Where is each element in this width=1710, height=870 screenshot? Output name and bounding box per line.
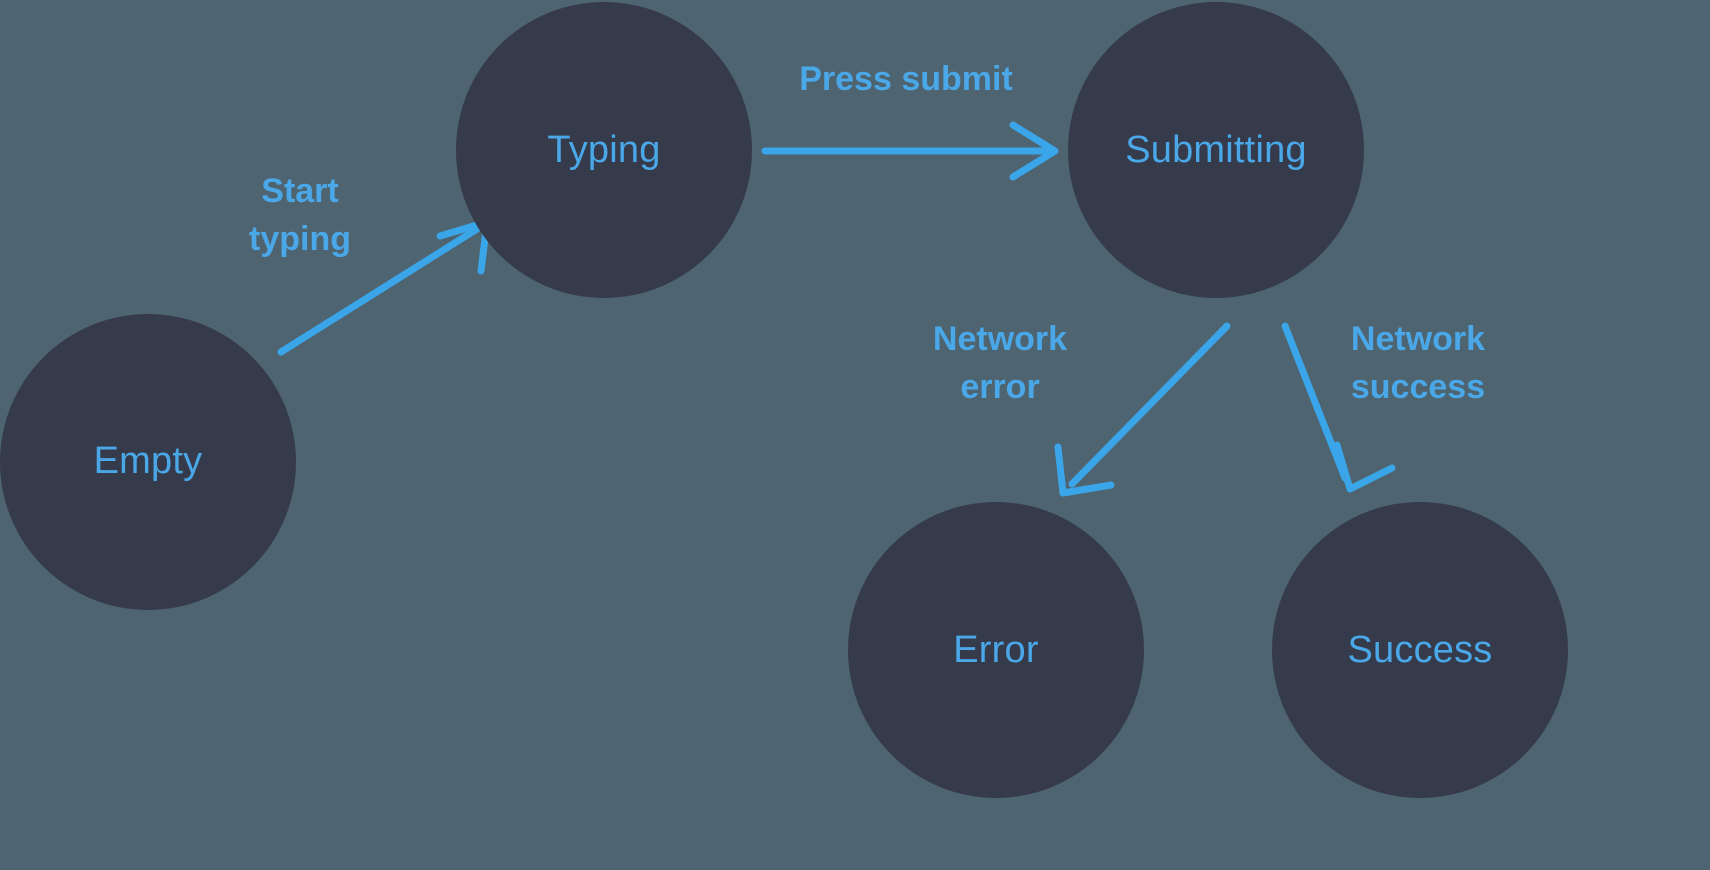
submitting-node-circle[interactable] bbox=[1068, 2, 1364, 298]
state-node-error[interactable]: Error bbox=[848, 502, 1144, 798]
network-success-arrow-head bbox=[1333, 441, 1396, 493]
error-node-circle[interactable] bbox=[848, 502, 1144, 798]
success-node-circle[interactable] bbox=[1272, 502, 1568, 798]
network-error-arrow-head bbox=[1054, 443, 1115, 497]
state-node-typing[interactable]: Typing bbox=[456, 2, 752, 298]
press-submit-label: Press submit bbox=[799, 60, 1013, 98]
transition-press-submit: Press submit bbox=[761, 60, 1059, 181]
press-submit-arrow-head bbox=[1009, 121, 1059, 181]
start-typing-arrow-line bbox=[277, 225, 481, 356]
network-error-label-line1: Network bbox=[933, 320, 1067, 358]
state-node-empty[interactable]: Empty bbox=[0, 314, 296, 610]
submitting-node-label: Submitting bbox=[1125, 129, 1307, 171]
success-node-label: Success bbox=[1347, 629, 1492, 671]
transition-network-error: Network error bbox=[933, 320, 1231, 497]
network-error-arrow-line bbox=[1068, 322, 1231, 488]
network-success-label-line1: Network bbox=[1351, 320, 1485, 358]
typing-node-label: Typing bbox=[547, 129, 660, 171]
network-error-label-line2: error bbox=[960, 368, 1039, 406]
transition-network-success: Network success bbox=[1281, 320, 1485, 493]
network-success-arrow-line bbox=[1281, 322, 1349, 482]
state-node-submitting[interactable]: Submitting bbox=[1068, 2, 1364, 298]
typing-node-circle[interactable] bbox=[456, 2, 752, 298]
start-typing-label-line2: typing bbox=[249, 220, 351, 258]
state-node-success[interactable]: Success bbox=[1272, 502, 1568, 798]
network-success-label-line2: success bbox=[1351, 368, 1485, 406]
transition-start-typing: Start typing bbox=[249, 172, 491, 356]
empty-node-label: Empty bbox=[94, 440, 203, 482]
error-node-label: Error bbox=[953, 629, 1039, 671]
empty-node-circle[interactable] bbox=[0, 314, 296, 610]
start-typing-label-line1: Start bbox=[261, 172, 338, 210]
